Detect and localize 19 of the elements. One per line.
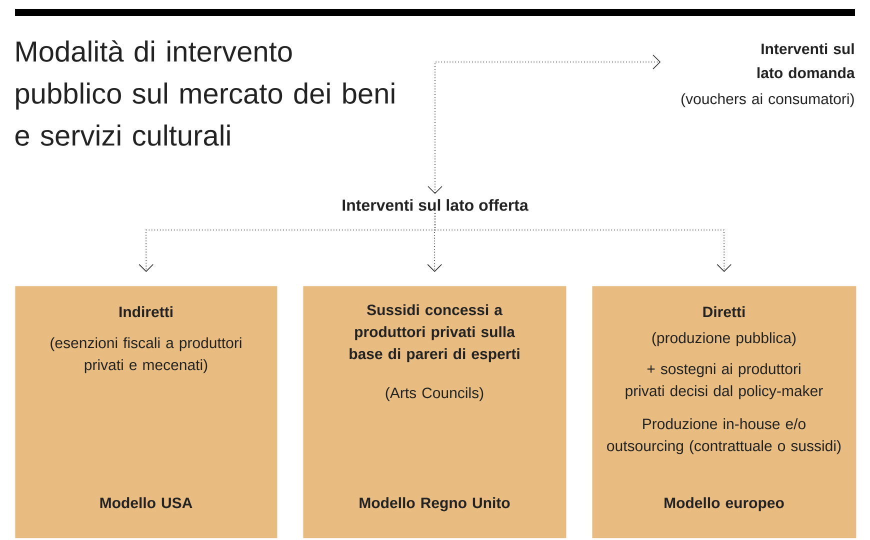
arrow xyxy=(428,54,661,194)
text-label: Interventi sul lato domanda (vouchers ai consumatori) xyxy=(682,43,855,108)
model-label: Modello europeo xyxy=(664,497,784,512)
box-heading: Indiretti xyxy=(120,306,172,318)
title: Modalità di intervento pubblico sul mercato dei beni e servizi culturali xyxy=(15,40,394,146)
model-box xyxy=(592,286,856,538)
box-heading: Sussidi concessi a produttori privati sulla base di pareri di esperti xyxy=(350,304,520,362)
text-label: Interventi sul lato offerta xyxy=(342,199,528,211)
box-heading: Diretti xyxy=(703,306,745,318)
box-description: (esenzioni fiscali a produttori privati e mecenati) xyxy=(50,337,242,374)
box-description: Produzione in-house e/o outsourcing (contrattuale o sussidi) xyxy=(607,418,841,454)
model-label: Modello Regno Unito xyxy=(360,497,510,512)
box-description: (produzione pubblica) xyxy=(652,332,796,346)
arrow xyxy=(434,212,732,272)
model-box xyxy=(303,286,566,538)
box-description: (Arts Councils) xyxy=(386,387,484,402)
model-box xyxy=(15,286,278,538)
box-description: + sostegni ai produttori privati decisi dal policy-maker xyxy=(626,363,823,400)
model-label: Modello USA xyxy=(100,497,192,508)
